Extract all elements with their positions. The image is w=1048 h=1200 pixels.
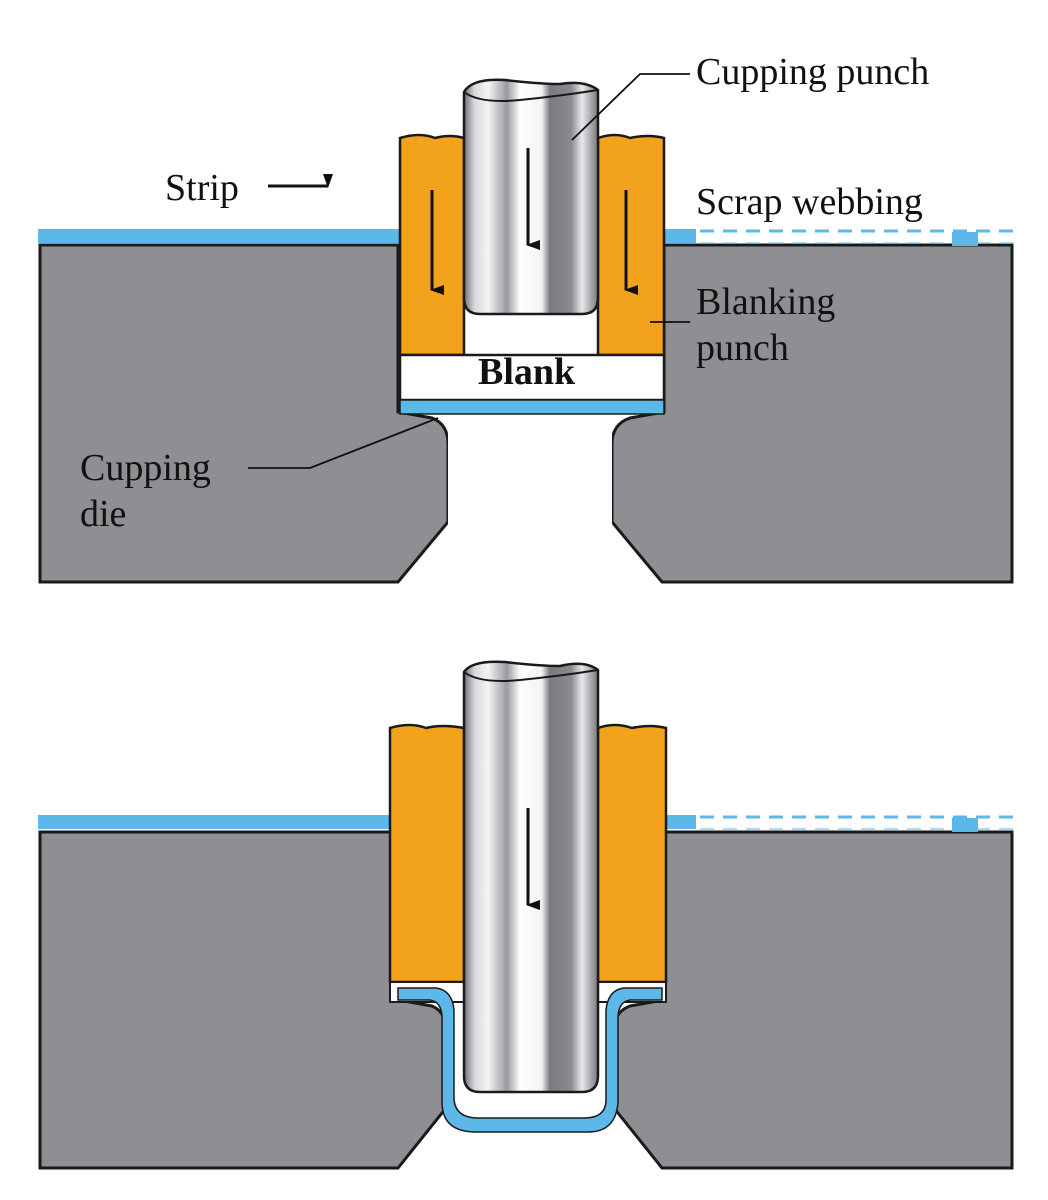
- die-throat: [448, 420, 612, 585]
- cupping-punch-top: [462, 78, 600, 316]
- scrap-webbing-post: [952, 232, 978, 246]
- cupping-punch-bottom-rim: [463, 669, 599, 682]
- blanking-punch-right: [596, 723, 668, 984]
- label-blanking-punch-2: punch: [696, 327, 789, 369]
- blanking-punch-right: [596, 133, 666, 357]
- blank-sheet: [399, 399, 665, 415]
- scrap-webbing-solid: [664, 815, 696, 829]
- label-cupping-punch: Cupping punch: [696, 51, 929, 93]
- strip-left: [38, 815, 390, 829]
- label-blank: Blank: [478, 351, 576, 393]
- label-cupping-die-1: Cupping: [80, 447, 211, 489]
- left-die-block: [38, 243, 450, 584]
- label-cupping-die-2: die: [80, 493, 126, 535]
- right-die-block: [610, 243, 1014, 584]
- leader-cupping-die: [248, 417, 439, 469]
- label-scrap-webbing: Scrap webbing: [696, 181, 923, 223]
- label-strip: Strip: [165, 167, 239, 209]
- blanking-punch-left: [388, 723, 466, 984]
- top-panel: Cupping punch Strip Scrap webbing Blanki…: [38, 51, 1015, 585]
- blank-region: [398, 353, 666, 402]
- right-die-block: [612, 830, 1014, 1170]
- cupping-punch-bottom: [462, 660, 600, 1094]
- label-blanking-punch-1: Blanking: [696, 281, 835, 323]
- drawn-cup: [397, 987, 663, 1133]
- strip-left: [38, 229, 400, 243]
- leader-cupping-punch: [571, 73, 690, 141]
- scrap-webbing-post: [952, 818, 978, 832]
- bottom-panel: [38, 660, 1015, 1170]
- cupping-punch-top-rim: [463, 89, 599, 102]
- scrap-webbing-solid: [664, 229, 696, 243]
- left-die-block: [38, 830, 448, 1170]
